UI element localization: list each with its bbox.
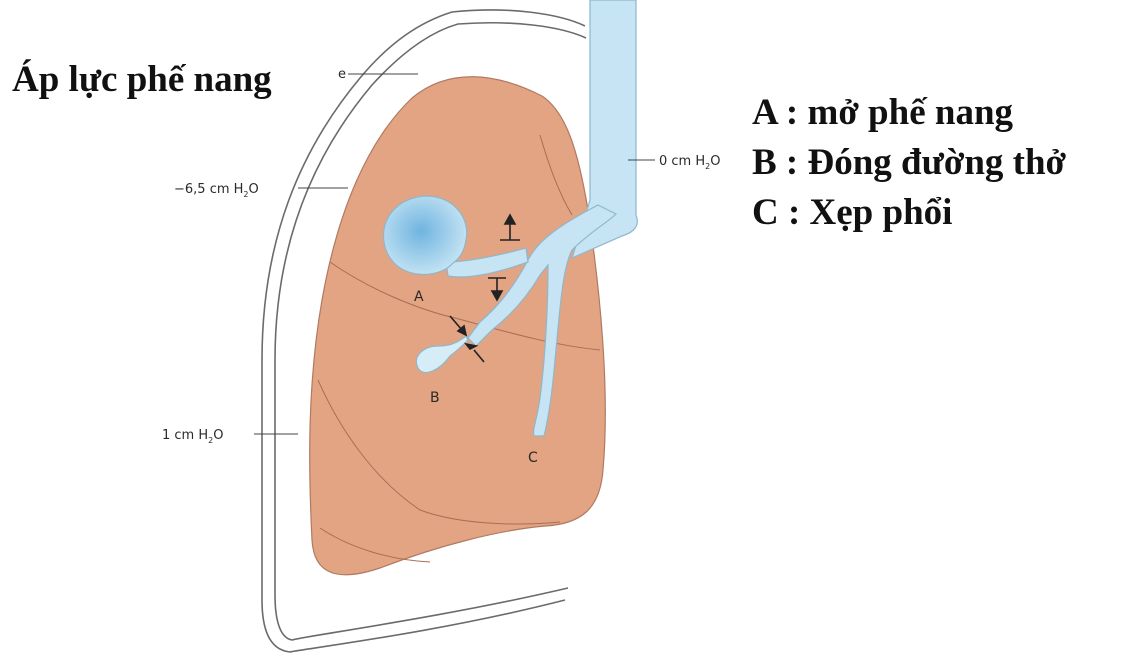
- pressure-label-airway: 0 cm H2O: [659, 154, 720, 171]
- letter-b: B: [430, 390, 440, 406]
- alveolus-a-open: [384, 196, 467, 274]
- letter-a: A: [414, 289, 424, 305]
- pressure-label-top: −6,5 cm H2O: [174, 182, 259, 199]
- legend: A : mở phế nang B : Đóng đường thở C : X…: [752, 88, 1066, 238]
- legend-item-b: B : Đóng đường thở: [752, 138, 1066, 188]
- legend-item-c: C : Xẹp phổi: [752, 188, 1066, 238]
- pressure-label-bottom: 1 cm H2O: [162, 428, 223, 445]
- letter-c: C: [528, 450, 538, 466]
- legend-item-a: A : mở phế nang: [752, 88, 1066, 138]
- diagram-title: Áp lực phế nang: [12, 58, 272, 101]
- cropped-label-glyph: e: [338, 67, 346, 82]
